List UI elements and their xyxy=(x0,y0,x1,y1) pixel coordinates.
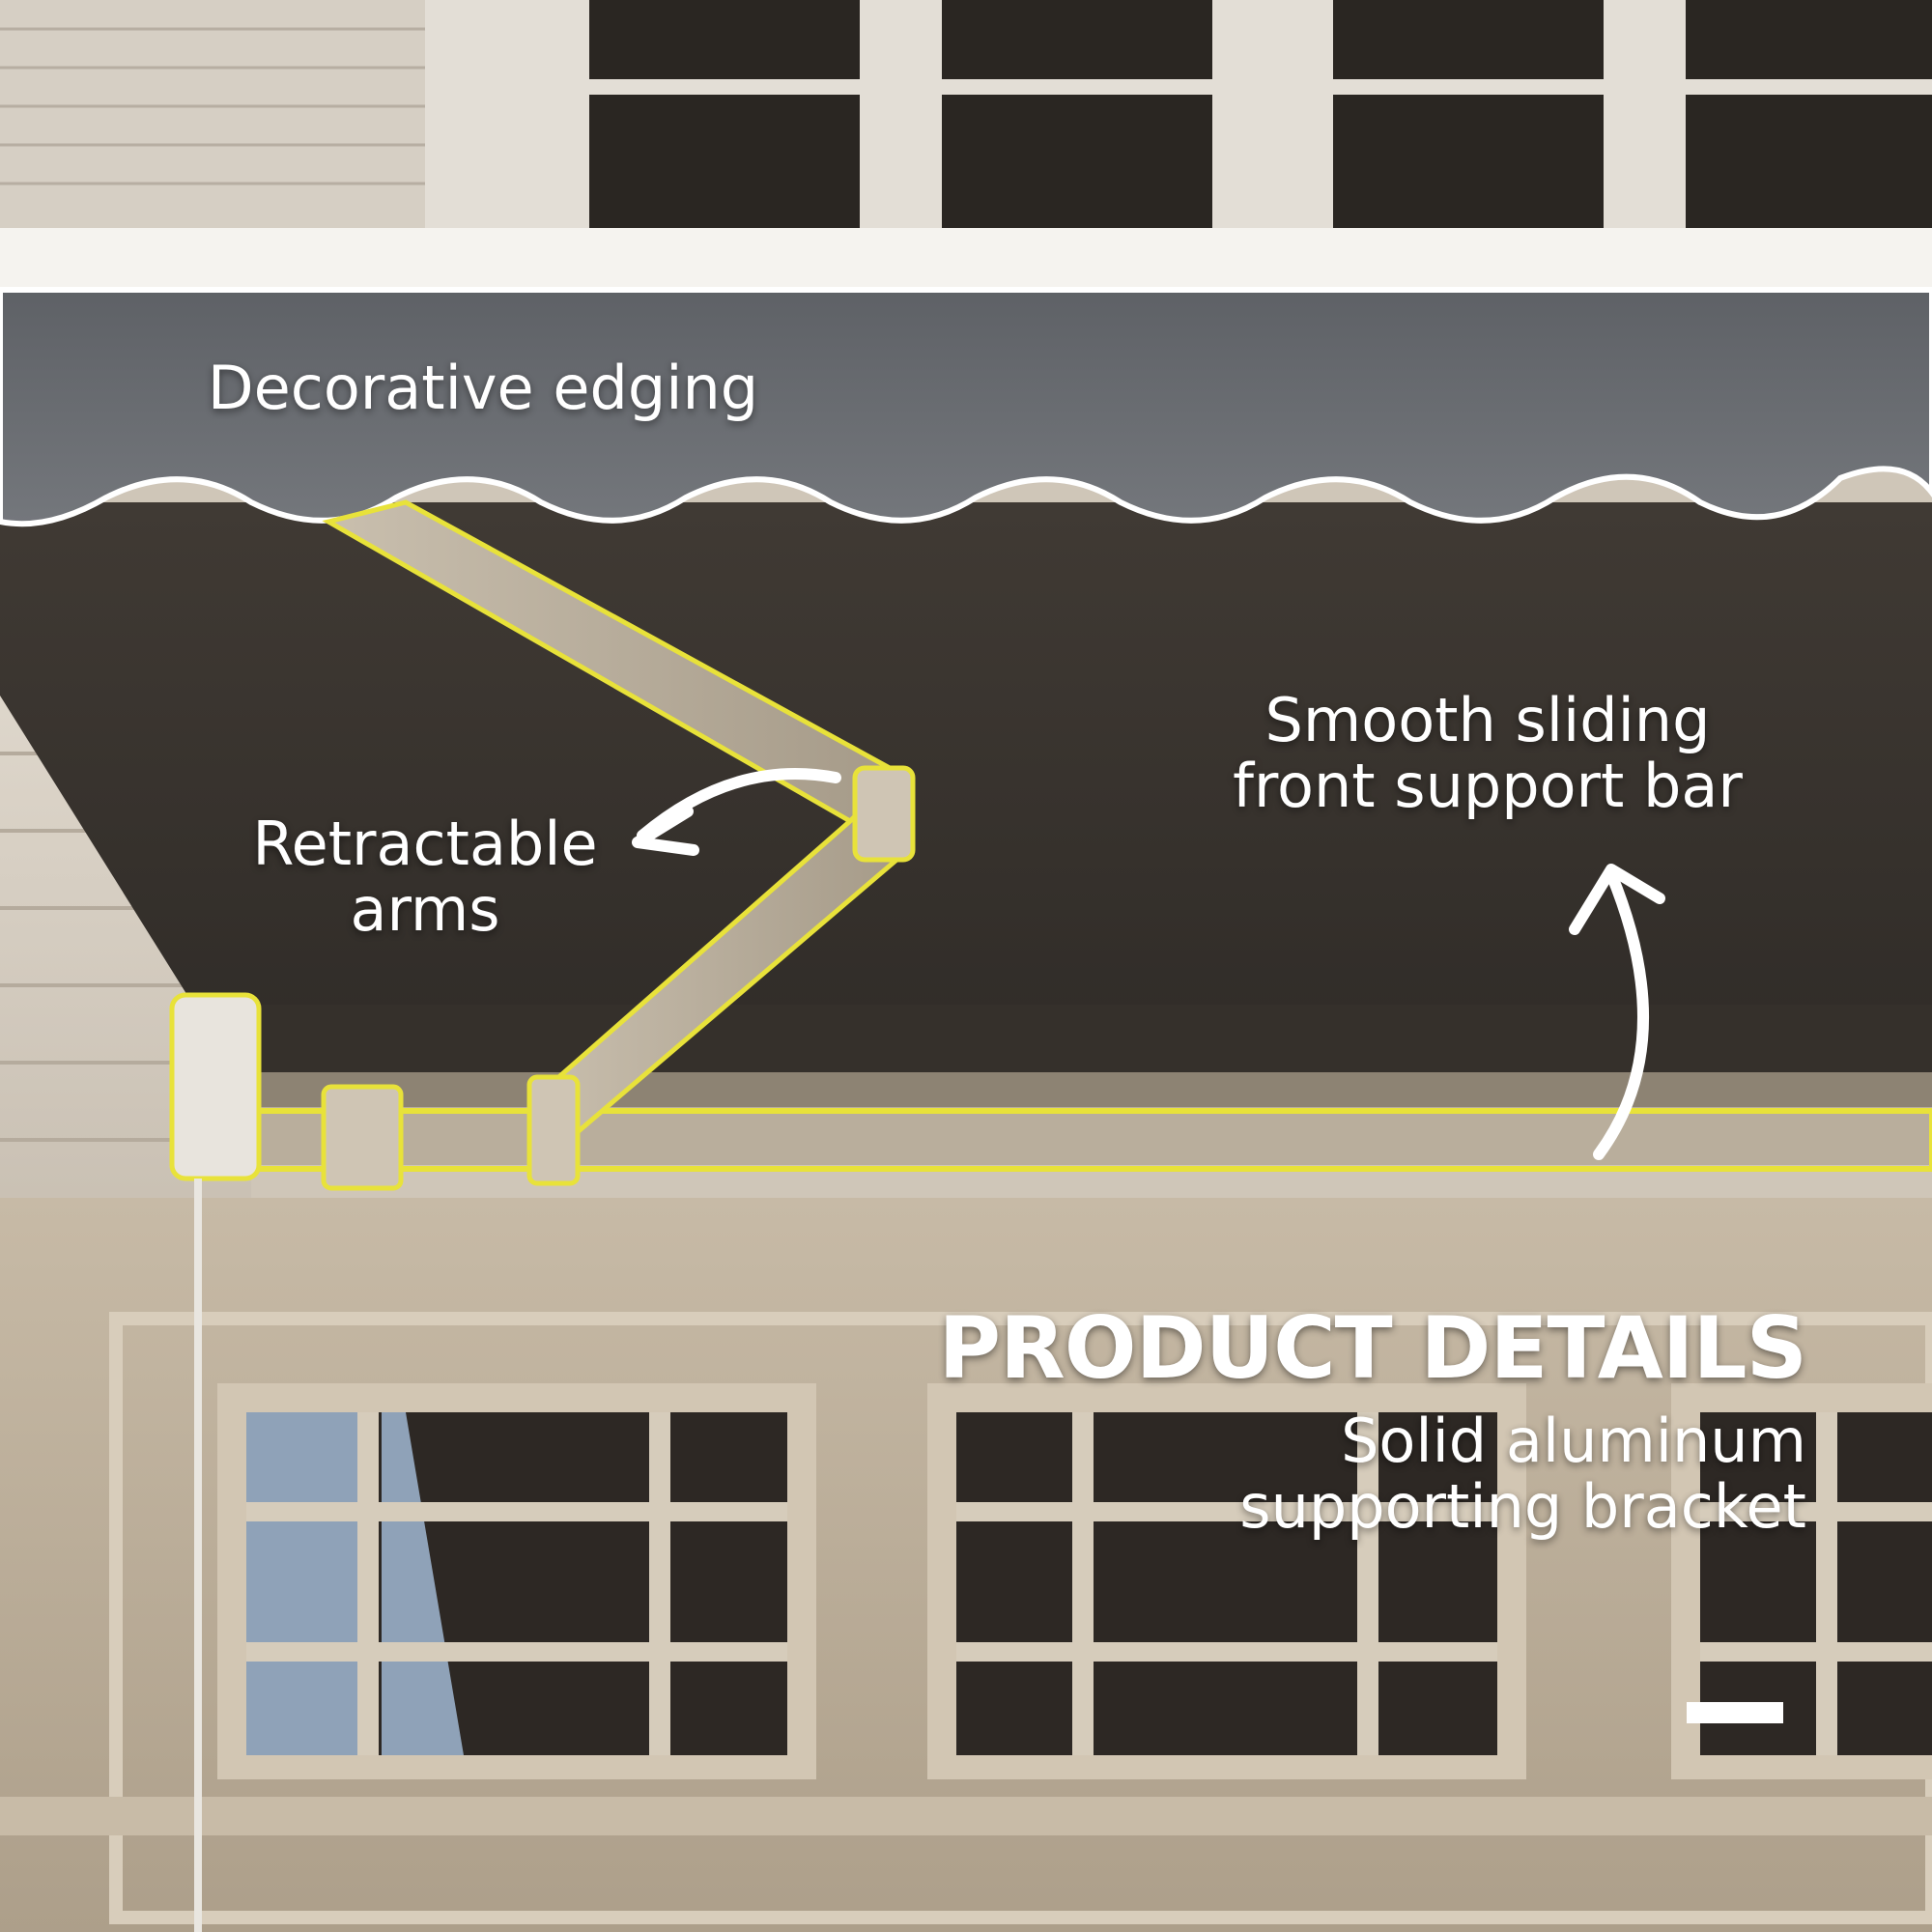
window-center xyxy=(927,1383,1526,1779)
curved-arrow-icon xyxy=(1569,864,1665,935)
upper-wall xyxy=(0,0,1932,232)
product-details-title: PRODUCT DETAILS xyxy=(938,1298,1807,1398)
soffit-band xyxy=(0,228,1932,296)
retractable-arm xyxy=(322,499,916,1186)
bracket-subtitle: Solid aluminum supporting bracket xyxy=(1239,1406,1806,1543)
curved-arrow-icon xyxy=(637,768,841,841)
front-support-bar-line-1: Smooth sliding xyxy=(1264,685,1711,755)
bracket-subtitle-line-2: supporting bracket xyxy=(1239,1471,1806,1543)
front-support-bar xyxy=(190,1072,1932,1172)
end-bracket xyxy=(169,992,404,1932)
slide-indicator xyxy=(1687,1702,1783,1723)
front-support-bar-label: Smooth sliding front support bar xyxy=(1198,685,1777,822)
curved-arrow-icon xyxy=(1593,868,1649,1160)
lower-wall xyxy=(0,1198,1932,1932)
page-title: PRODUCT DETAILS xyxy=(938,1298,1807,1398)
curved-arrow-icon xyxy=(632,806,699,856)
decorative-edging-label: Decorative edging xyxy=(0,355,1932,421)
retractable-arms-line-1: Retractable xyxy=(252,809,598,879)
window-left xyxy=(217,1383,816,1779)
decorative-edging-text: Decorative edging xyxy=(207,353,759,423)
bracket-subtitle-line-1: Solid aluminum xyxy=(1341,1406,1806,1476)
retractable-arms-line-2: arms xyxy=(350,874,500,946)
awning-fabric xyxy=(0,502,1932,1092)
awning-fabric-hem xyxy=(261,1005,1932,1082)
awning-valance xyxy=(0,287,1932,527)
retractable-arms-label: Retractable arms xyxy=(232,809,618,946)
front-support-bar-line-2: front support bar xyxy=(1233,751,1743,822)
